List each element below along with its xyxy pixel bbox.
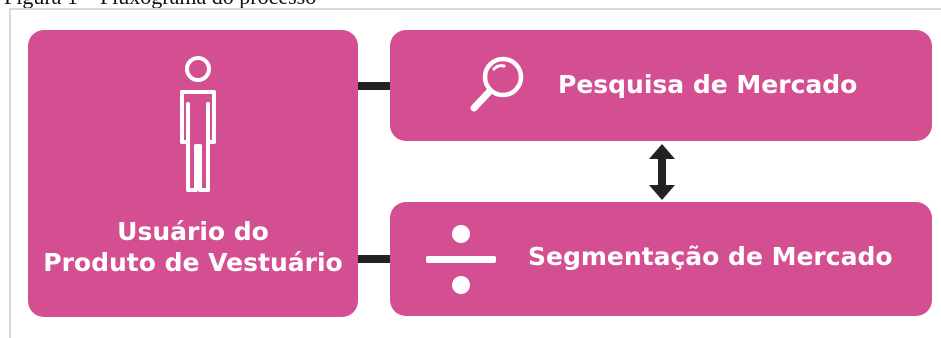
connector-user-research [358, 82, 390, 90]
market-research-node: Pesquisa de Mercado [390, 30, 932, 141]
person-icon [180, 56, 216, 192]
divide-icon [426, 225, 496, 294]
frame-border-top [9, 8, 941, 10]
user-label-line2: Produto de Vestuário [43, 248, 343, 277]
frame-border-left [9, 8, 11, 338]
market-segmentation-node: Segmentação de Mercado [390, 202, 932, 316]
search-icon [470, 56, 524, 112]
connector-user-segmentation [358, 255, 390, 263]
market-research-label: Pesquisa de Mercado [558, 70, 858, 99]
figure-caption: Figura 1 – Fluxograma do processo [4, 0, 316, 8]
market-segmentation-label: Segmentação de Mercado [528, 242, 893, 271]
user-label-line1: Usuário do [117, 217, 269, 246]
bidirectional-arrow [649, 144, 675, 200]
user-node: Usuário do Produto de Vestuário [28, 30, 358, 317]
